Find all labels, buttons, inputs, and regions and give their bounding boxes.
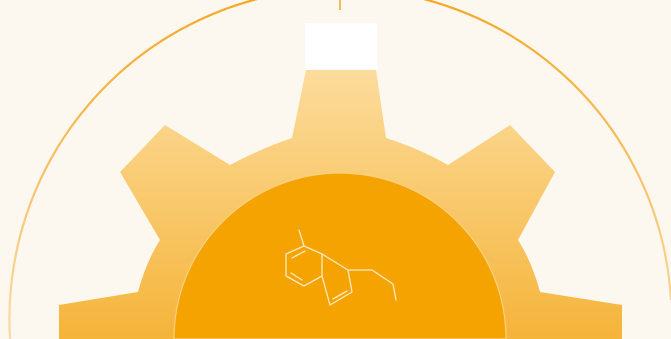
- gear-hub: [173, 172, 507, 339]
- outer-arc: [8, 0, 671, 339]
- gear-window: [305, 23, 377, 70]
- molecule-icon: [285, 229, 397, 306]
